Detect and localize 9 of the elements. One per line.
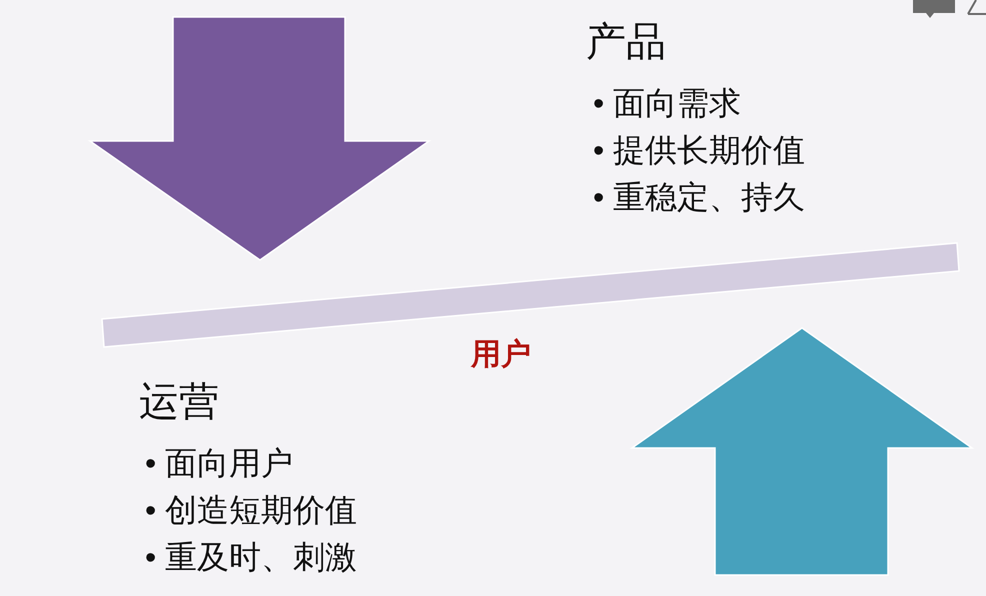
- list-item: • 面向需求: [593, 84, 742, 123]
- list-item: • 面向用户: [145, 444, 294, 483]
- list-item: • 重及时、刺激: [145, 538, 358, 577]
- heading: 产品: [586, 19, 666, 66]
- heading: 运营: [139, 379, 219, 426]
- bar-label: 用户: [471, 337, 531, 373]
- list-item: • 重稳定、持久: [593, 178, 806, 217]
- list-item: • 创造短期价值: [145, 491, 358, 530]
- list-item: • 提供长期价值: [593, 131, 806, 170]
